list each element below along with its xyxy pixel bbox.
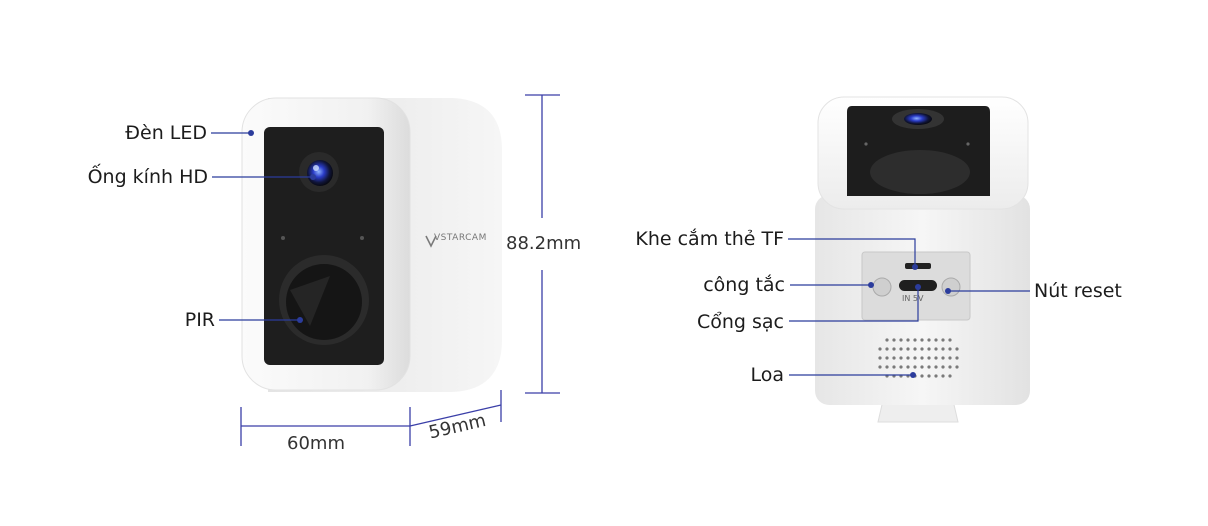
speaker-hole bbox=[927, 374, 931, 378]
speaker-hole bbox=[955, 356, 959, 360]
speaker-hole bbox=[892, 347, 896, 351]
speaker-hole bbox=[948, 338, 952, 342]
label-switch: công tắc bbox=[703, 274, 785, 296]
callout-tf-dot bbox=[912, 264, 918, 270]
speaker-hole bbox=[885, 347, 889, 351]
speaker-hole bbox=[892, 356, 896, 360]
callout-charge-dot bbox=[915, 284, 921, 290]
dimension-lines bbox=[240, 94, 560, 446]
callout-charge-line bbox=[789, 288, 919, 322]
label-lens: Ống kính HD bbox=[87, 166, 208, 188]
label-pir: PIR bbox=[184, 309, 215, 331]
callout-reset-dot bbox=[945, 288, 951, 294]
callout-lens-dot bbox=[310, 174, 316, 180]
speaker-hole bbox=[948, 365, 952, 369]
callout-led-dot bbox=[248, 130, 254, 136]
speaker-hole bbox=[899, 365, 903, 369]
speaker-hole bbox=[934, 338, 938, 342]
label-led: Đèn LED bbox=[125, 122, 207, 144]
speaker-hole bbox=[920, 338, 924, 342]
speaker-hole bbox=[927, 347, 931, 351]
callout-switch-dot bbox=[868, 282, 874, 288]
callout-dots bbox=[248, 130, 951, 378]
speaker-hole bbox=[955, 347, 959, 351]
callout-pir-dot bbox=[297, 317, 303, 323]
speaker-hole bbox=[948, 356, 952, 360]
lens-glass bbox=[307, 160, 333, 186]
speaker-hole bbox=[906, 365, 910, 369]
callout-lines bbox=[211, 132, 1030, 376]
speaker-hole bbox=[899, 356, 903, 360]
speaker-hole bbox=[913, 338, 917, 342]
label-tf-slot: Khe cắm thẻ TF bbox=[635, 228, 784, 250]
callout-tf-line bbox=[788, 238, 916, 266]
sensor-dot-left bbox=[281, 236, 285, 240]
speaker-hole bbox=[885, 365, 889, 369]
back-camera bbox=[815, 96, 1030, 423]
speaker-hole bbox=[920, 347, 924, 351]
label-reset: Nút reset bbox=[1034, 280, 1122, 302]
speaker-hole bbox=[878, 347, 882, 351]
back-pir bbox=[870, 150, 970, 194]
speaker-hole bbox=[899, 338, 903, 342]
speaker-hole bbox=[906, 338, 910, 342]
speaker-hole bbox=[934, 374, 938, 378]
sensor-dot-right bbox=[360, 236, 364, 240]
speaker-hole bbox=[920, 374, 924, 378]
reset-hole bbox=[941, 277, 961, 297]
speaker-hole bbox=[941, 356, 945, 360]
speaker-hole bbox=[885, 338, 889, 342]
speaker-hole bbox=[920, 356, 924, 360]
speaker-hole bbox=[941, 347, 945, 351]
dimension-height: 88.2mm bbox=[506, 233, 582, 254]
speaker-hole bbox=[934, 365, 938, 369]
speaker-hole bbox=[948, 374, 952, 378]
label-charge-port: Cổng sạc bbox=[696, 311, 784, 333]
dimension-width: 60mm bbox=[287, 433, 345, 454]
brand-logo-icon bbox=[425, 235, 437, 248]
speaker-hole bbox=[878, 365, 882, 369]
front-camera bbox=[241, 97, 502, 392]
port-marking: IN 5V bbox=[902, 294, 924, 303]
speaker-hole bbox=[927, 356, 931, 360]
speaker-hole bbox=[920, 365, 924, 369]
speaker-hole bbox=[913, 356, 917, 360]
speaker-hole bbox=[892, 365, 896, 369]
speaker-hole bbox=[941, 365, 945, 369]
speaker-hole bbox=[934, 347, 938, 351]
speaker-hole bbox=[899, 347, 903, 351]
pir-sensor bbox=[286, 264, 362, 340]
speaker-grille bbox=[878, 338, 959, 378]
speaker-hole bbox=[906, 356, 910, 360]
speaker-hole bbox=[892, 338, 896, 342]
speaker-hole bbox=[955, 365, 959, 369]
tf-slot bbox=[905, 263, 931, 269]
speaker-hole bbox=[878, 356, 882, 360]
back-lens-icon bbox=[904, 113, 932, 125]
speaker-hole bbox=[941, 374, 945, 378]
dim-depth-line bbox=[409, 404, 502, 427]
speaker-hole bbox=[927, 338, 931, 342]
speaker-hole bbox=[913, 365, 917, 369]
brand-label: VSTARCAM bbox=[434, 233, 487, 243]
speaker-hole bbox=[934, 356, 938, 360]
speaker-hole bbox=[913, 347, 917, 351]
switch-hole bbox=[872, 277, 892, 297]
speaker-hole bbox=[885, 356, 889, 360]
speaker-hole bbox=[906, 347, 910, 351]
label-speaker: Loa bbox=[750, 364, 784, 386]
speaker-hole bbox=[948, 347, 952, 351]
speaker-hole bbox=[927, 365, 931, 369]
speaker-hole bbox=[941, 338, 945, 342]
callout-speaker-dot bbox=[910, 372, 916, 378]
